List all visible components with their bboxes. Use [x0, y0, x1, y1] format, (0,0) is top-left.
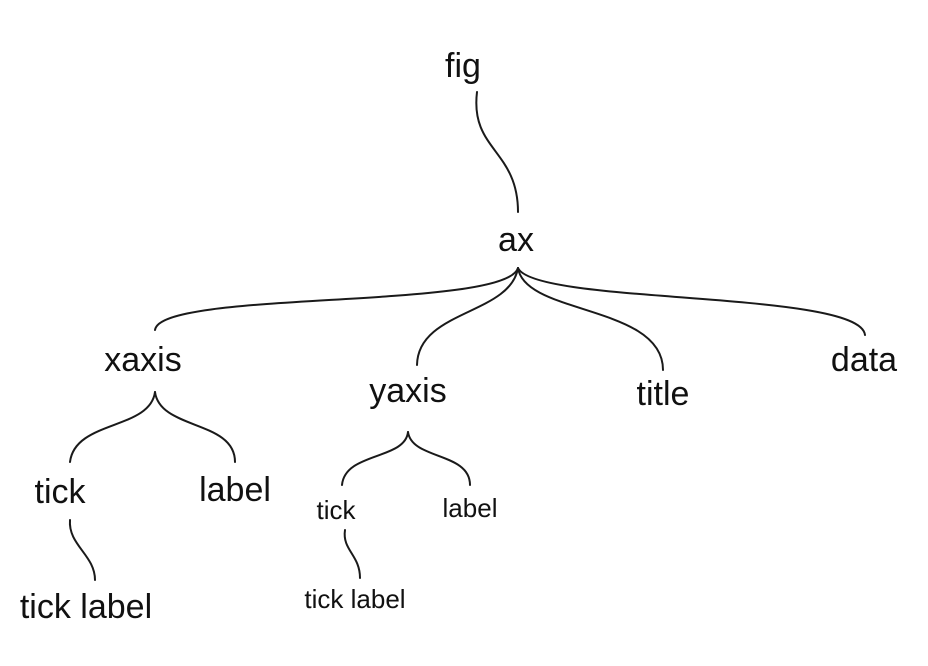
node-ax: ax [498, 221, 534, 259]
node-xaxis-tick: tick [34, 473, 86, 511]
edge-fig-ax [475, 91, 519, 213]
edge-xaxis-tick [69, 391, 156, 463]
edge-ax-xaxis [154, 267, 519, 331]
edge-yaxis-tick [341, 431, 409, 486]
edge-ytick-ticklabel [343, 529, 361, 579]
node-xaxis: xaxis [104, 341, 182, 379]
edge-xtick-ticklabel [68, 519, 96, 581]
node-fig: fig [445, 47, 481, 85]
edge-ax-data [517, 267, 866, 336]
edge-yaxis-label [407, 431, 471, 486]
edge-ax-title [517, 267, 664, 371]
edge-ax-yaxis [416, 267, 519, 366]
node-yaxis-tick-label: tick label [304, 584, 406, 614]
node-yaxis: yaxis [369, 372, 447, 410]
node-xaxis-tick-label: tick label [19, 588, 153, 626]
node-yaxis-label: label [442, 493, 498, 523]
node-yaxis-tick: tick [316, 495, 356, 525]
node-xaxis-label: label [199, 471, 271, 509]
node-title: title [636, 375, 690, 413]
node-data: data [830, 341, 898, 379]
edge-xaxis-label [154, 391, 236, 463]
